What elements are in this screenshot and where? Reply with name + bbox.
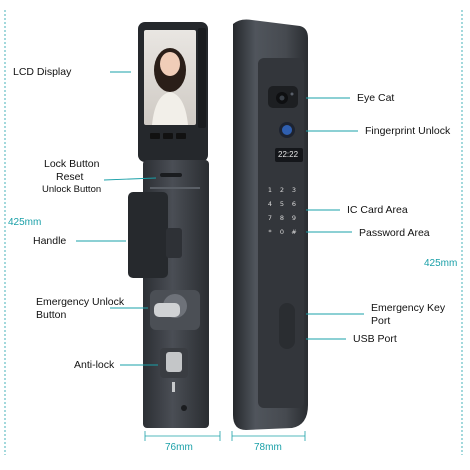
label-emergency-unlock-line1: Emergency Unlock xyxy=(36,296,125,308)
keypad-key: 3 xyxy=(292,186,296,194)
label-lcd-display: LCD Display xyxy=(13,66,72,78)
dimension-lines xyxy=(4,10,463,455)
emergency-key-port-shape xyxy=(279,303,295,349)
handle-shape xyxy=(128,192,168,278)
keypad-key: 5 xyxy=(280,200,284,208)
label-eye-cat: Eye Cat xyxy=(357,92,395,104)
label-ic-card-area: IC Card Area xyxy=(347,204,408,216)
keypad-key: 0 xyxy=(280,228,284,236)
keypad-key: # xyxy=(291,228,296,236)
label-handle: Handle xyxy=(33,235,67,247)
emergency-knob xyxy=(154,303,180,317)
dim-height-left: 425mm xyxy=(8,217,42,228)
keypad-key: 4 xyxy=(268,200,272,208)
dim-width-front: 76mm xyxy=(165,442,193,453)
label-emergency-key-line1: Emergency Key xyxy=(371,302,446,314)
label-anti-lock: Anti-lock xyxy=(74,359,115,371)
label-reset: Reset xyxy=(56,171,84,183)
screen-time: 22:22 xyxy=(278,150,299,159)
side-lock-body xyxy=(233,19,308,430)
keypad-key: 8 xyxy=(280,214,284,222)
keypad-key: 7 xyxy=(268,214,272,222)
label-usb-port: USB Port xyxy=(353,333,397,345)
label-emergency-key-line2: Port xyxy=(371,315,391,327)
keypad-key: 9 xyxy=(292,214,296,222)
dim-width-side: 78mm xyxy=(254,442,282,453)
keypad-key: 1 xyxy=(268,186,272,194)
anti-lock-knob xyxy=(166,352,182,372)
leader-lines xyxy=(76,71,364,366)
front-lock-body xyxy=(128,22,209,428)
keypad-key: * xyxy=(268,228,272,236)
dim-height-right: 425mm xyxy=(424,258,458,269)
label-password-area: Password Area xyxy=(359,227,430,239)
label-lock-button: Lock Button xyxy=(44,158,100,170)
keypad-key: 6 xyxy=(292,200,296,208)
label-emergency-unlock-line2: Button xyxy=(36,309,67,321)
label-unlock-button: Unlock Button xyxy=(42,184,102,195)
label-fingerprint-unlock: Fingerprint Unlock xyxy=(365,125,451,137)
keypad-key: 2 xyxy=(280,186,284,194)
